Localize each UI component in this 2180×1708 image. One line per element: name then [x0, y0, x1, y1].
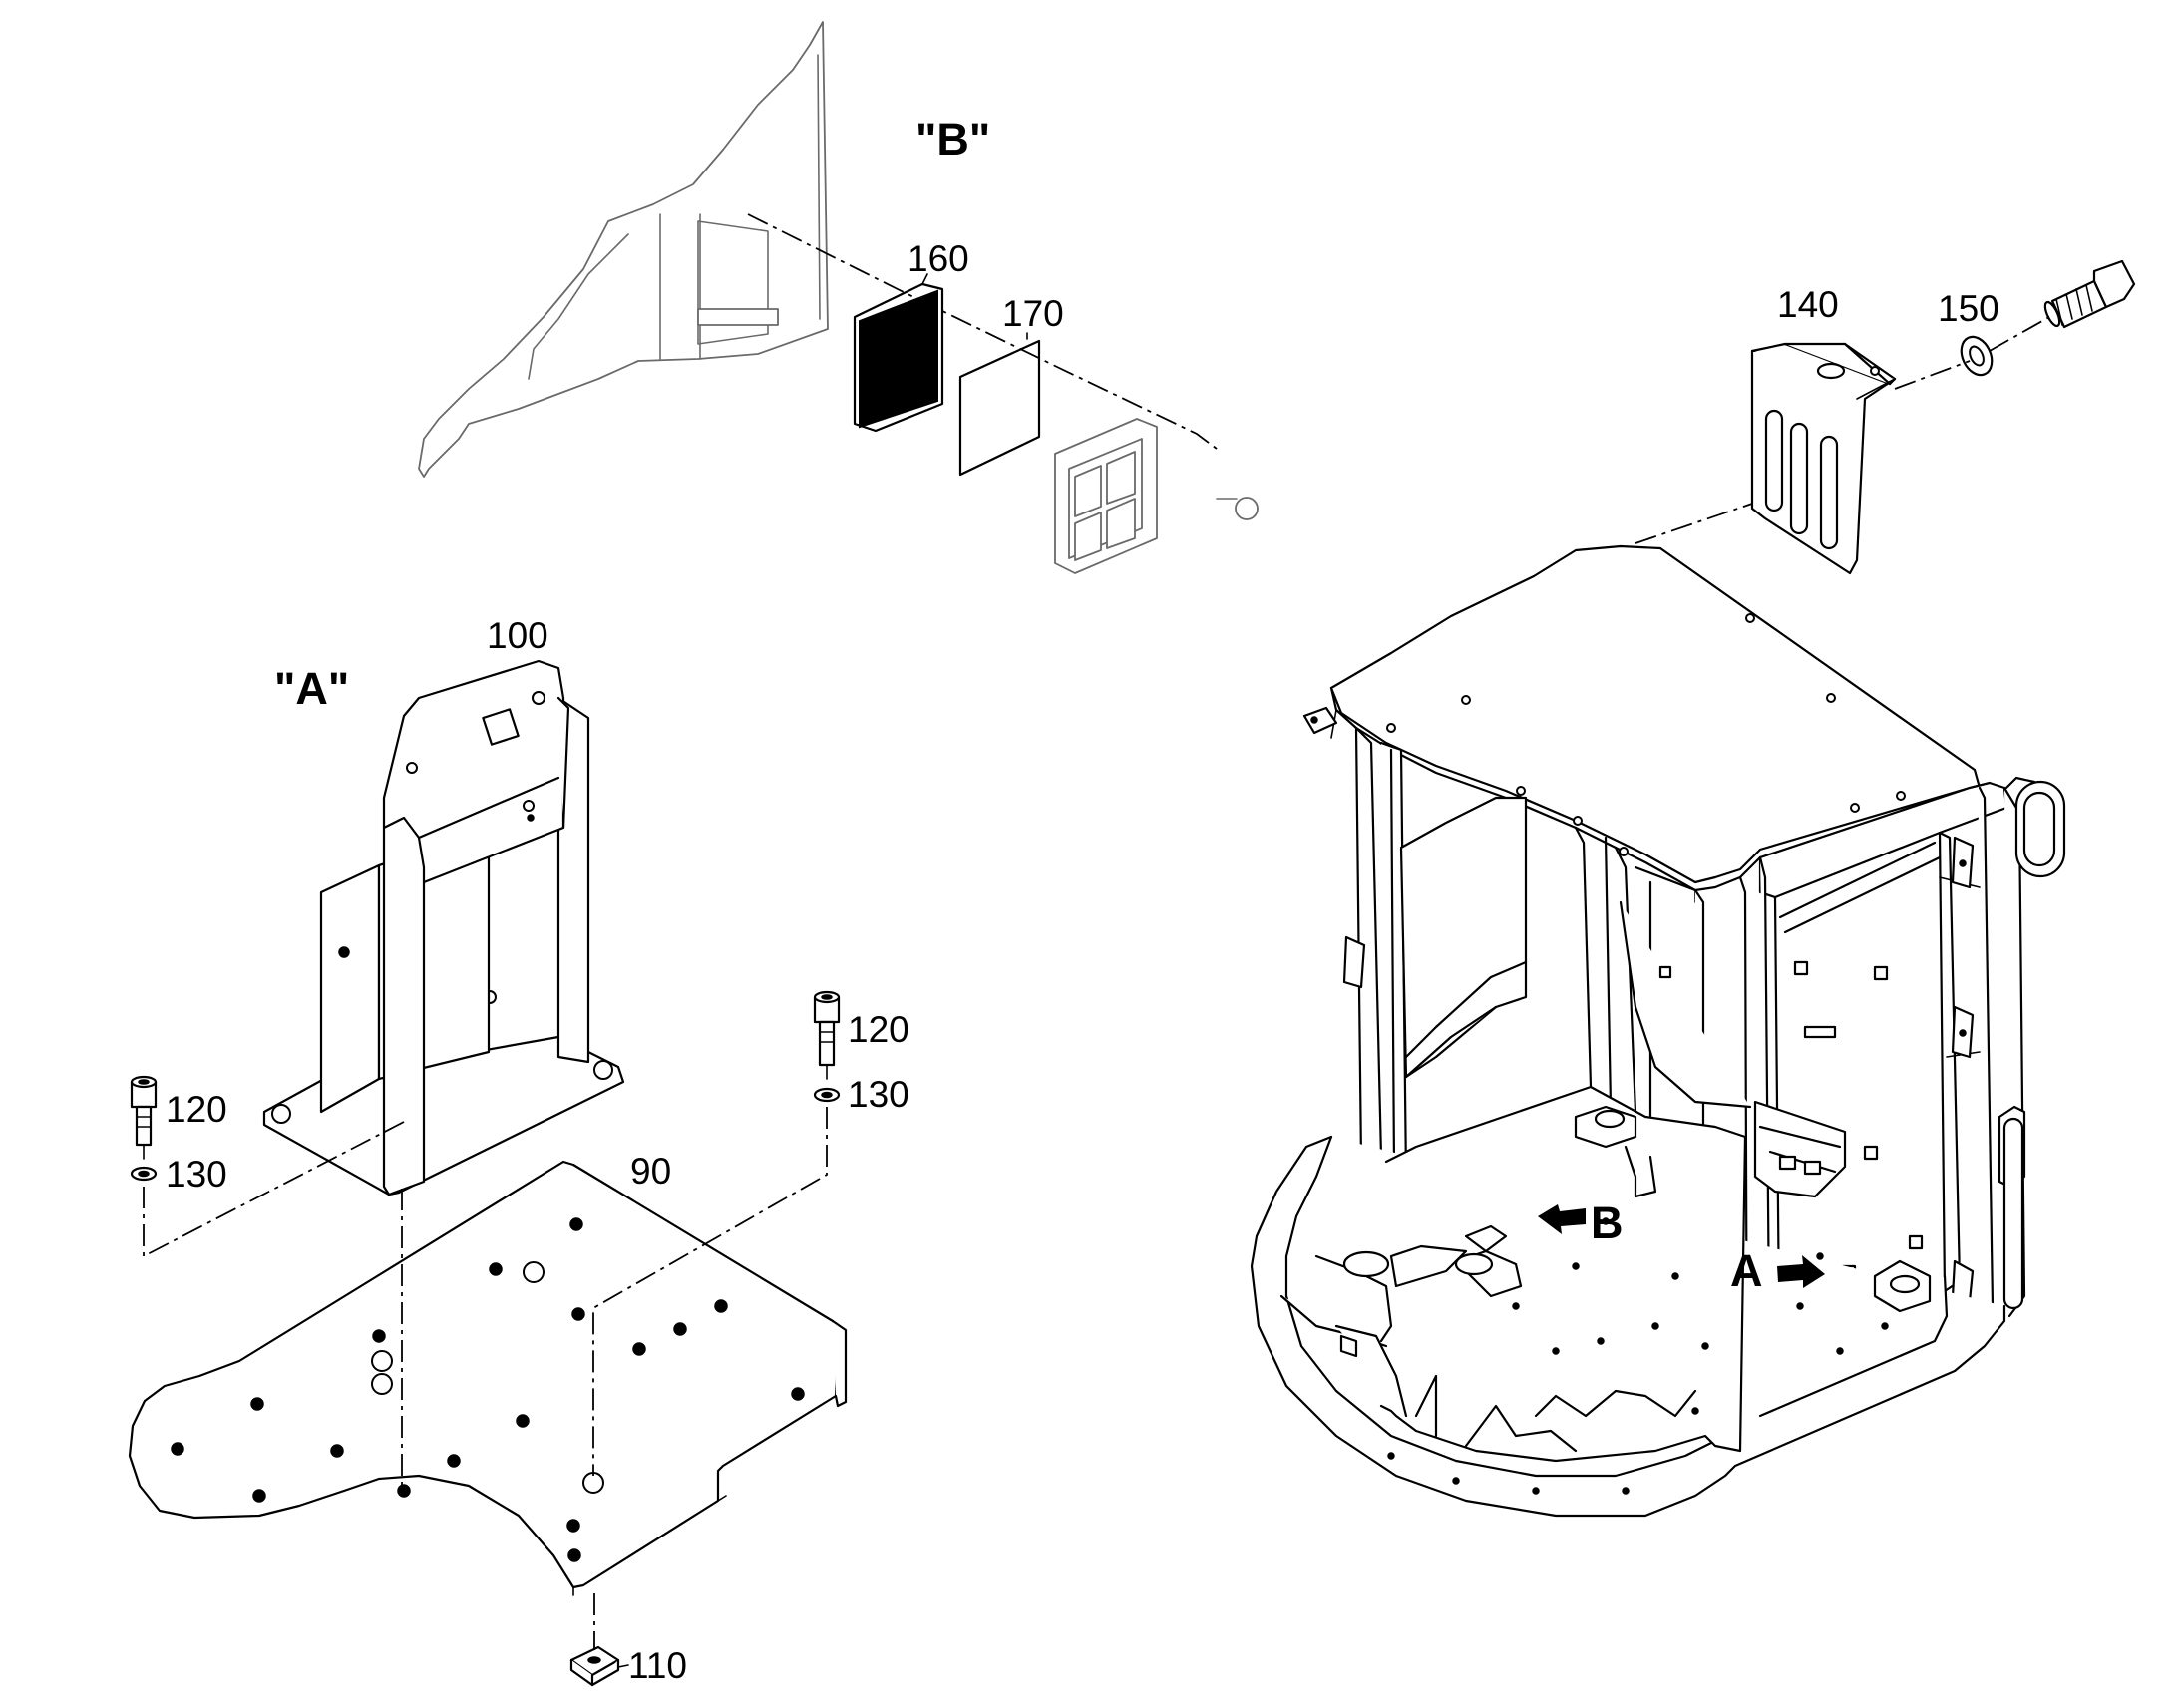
view-a-label: "A": [274, 663, 349, 714]
view-marker-b-text: B: [1591, 1197, 1624, 1248]
filter-160: [853, 282, 944, 433]
callout-130-left: 130: [166, 1154, 227, 1195]
view-b-arrow: [1538, 1204, 1586, 1234]
cab-base: [1250, 1085, 2006, 1518]
view-a-group: "A": [128, 615, 909, 1687]
floor-plate-holes: [171, 1217, 805, 1562]
floor-plate-90: [128, 1160, 848, 1596]
view-b-label: "B": [915, 114, 990, 165]
bracket-140: [1750, 342, 1897, 575]
washer-130-left: [130, 1166, 158, 1182]
bracket-100: [262, 659, 625, 1196]
callout-120-right: 120: [848, 1009, 909, 1050]
bolt-140: [2043, 259, 2136, 329]
washer-130-right: [813, 1087, 841, 1103]
leader-a-left: [143, 1121, 405, 1258]
cab-roof: [1302, 544, 1982, 903]
leader-b: [747, 213, 1218, 450]
cab-group: 140 150: [1250, 259, 2136, 1518]
callout-160: 160: [908, 238, 969, 279]
screw-120-left: [130, 1075, 158, 1160]
washer-150: [1960, 335, 1994, 377]
prefilter-170: [958, 339, 1041, 477]
side-panel-slot: [697, 308, 779, 326]
view-b-group: "B" 160 170: [418, 21, 1259, 574]
nut-110: [569, 1645, 629, 1687]
side-panel-inner: [528, 54, 821, 380]
leader-a-right: [592, 1107, 828, 1476]
callout-120-left: 120: [166, 1089, 227, 1130]
callout-90: 90: [630, 1151, 671, 1192]
view-marker-b: B: [1538, 1197, 1624, 1248]
view-marker-a-text: A: [1730, 1245, 1763, 1296]
callout-100: 100: [487, 615, 548, 656]
cover-knob: [1216, 497, 1259, 520]
callout-140: 140: [1777, 284, 1839, 325]
screw-120-right: [813, 990, 841, 1080]
leader-cab: [1635, 316, 2050, 544]
side-panel: [418, 21, 829, 478]
callout-130-right: 130: [848, 1074, 909, 1115]
callout-170: 170: [1002, 293, 1064, 334]
callout-150: 150: [1938, 288, 1999, 329]
cab-left-pillars: [1342, 726, 1924, 1280]
view-a-arrow: [1777, 1255, 1825, 1288]
callout-110: 110: [628, 1645, 687, 1686]
filter-cover: [1054, 418, 1158, 574]
leader-160: [921, 273, 928, 285]
view-marker-a: A: [1730, 1245, 1825, 1296]
